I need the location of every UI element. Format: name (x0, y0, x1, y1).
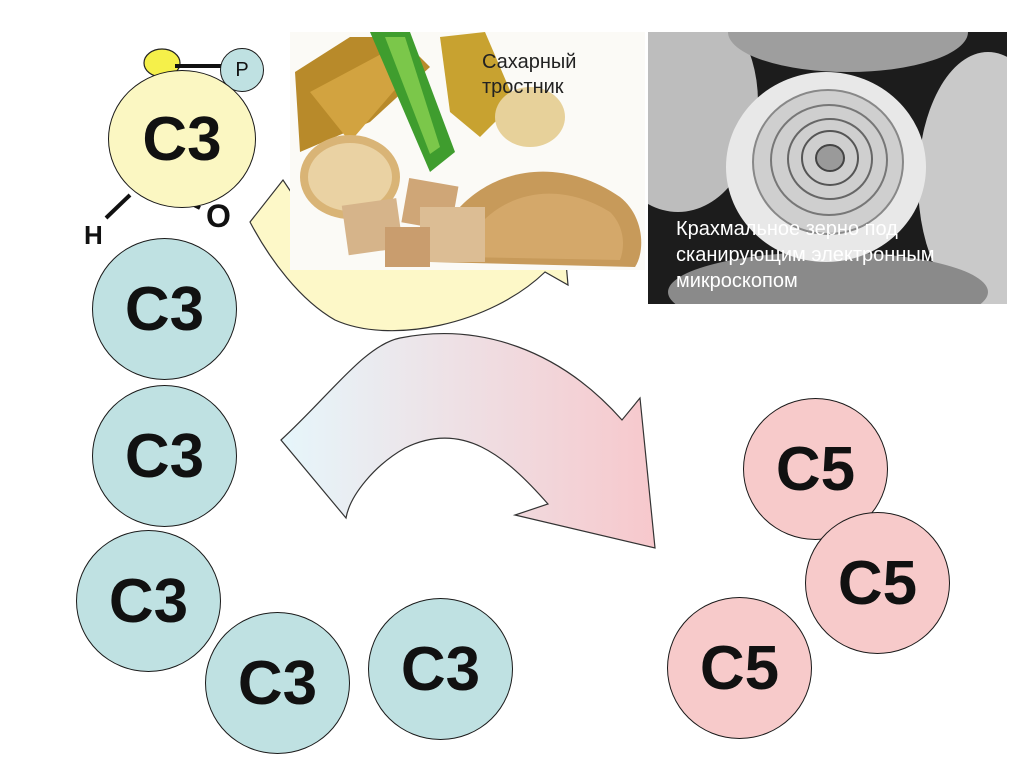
sugarcane-image: Сахарный тростник (290, 32, 645, 270)
c3-label: C3 (237, 648, 318, 718)
c5-molecule-3: C5 (667, 597, 812, 739)
hydrogen-label: H (84, 220, 103, 250)
c3-molecule-3: C3 (76, 530, 221, 672)
c5-label: C5 (775, 434, 856, 504)
c3-label: C3 (124, 421, 205, 491)
c5-label: C5 (837, 548, 918, 618)
c3-molecule-2: C3 (92, 385, 237, 527)
top-c3-molecule: C3 (108, 70, 256, 208)
c3-label: C3 (108, 566, 189, 636)
oxygen-label: O (206, 198, 231, 234)
c3-molecule-1: C3 (92, 238, 237, 380)
c3-molecule-4: C3 (205, 612, 350, 754)
top-c3-label: C3 (142, 104, 222, 174)
c3-label: C3 (400, 634, 481, 704)
c3-label: C3 (124, 274, 205, 344)
starch-grain-image: Крахмальное зерно под сканирующим электр… (648, 32, 1007, 304)
sugarcane-caption: Сахарный тростник (482, 51, 577, 98)
phosphate-label: P (235, 58, 249, 81)
starch-caption: Крахмальное зерно под сканирующим электр… (676, 218, 935, 292)
conversion-arrow (280, 333, 656, 549)
c5-label: C5 (699, 633, 780, 703)
c5-molecule-2: C5 (805, 512, 950, 654)
c3-molecule-5: C3 (368, 598, 513, 740)
